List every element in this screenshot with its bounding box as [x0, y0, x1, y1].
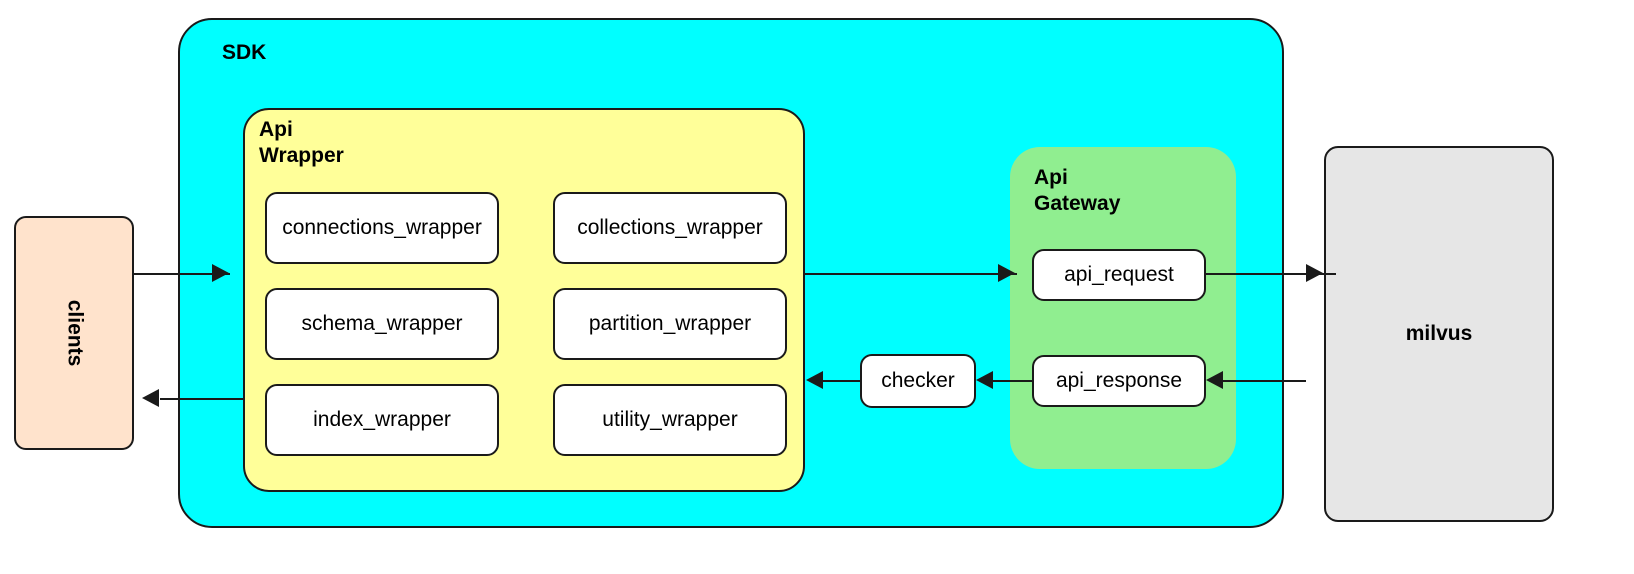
module-index-wrapper[interactable]: index_wrapper	[265, 384, 499, 456]
connector-wrapper-to-request-arrowhead	[998, 264, 1015, 282]
sdk-title: SDK	[222, 41, 267, 64]
module-api-request[interactable]: api_request	[1032, 249, 1206, 301]
connector-milvus-to-response-line	[1214, 380, 1306, 382]
module-label: index_wrapper	[313, 408, 451, 431]
checker-label: checker	[881, 369, 955, 392]
module-label: schema_wrapper	[301, 312, 463, 335]
milvus-box[interactable]: milvus	[1324, 146, 1554, 522]
module-utility-wrapper[interactable]: utility_wrapper	[553, 384, 787, 456]
module-label: partition_wrapper	[588, 312, 752, 335]
module-label: api_response	[1055, 369, 1183, 392]
module-label: collections_wrapper	[577, 216, 763, 239]
connector-request-to-milvus-arrowhead	[1306, 264, 1323, 282]
module-label: utility_wrapper	[602, 408, 738, 431]
connector-wrapper-to-clients-line	[160, 398, 244, 400]
clients-box[interactable]: clients	[14, 216, 134, 450]
connector-checker-to-wrapper-line	[822, 380, 862, 382]
module-label: connections_wrapper	[282, 216, 482, 239]
connector-clients-to-sdk-arrowhead	[212, 264, 229, 282]
connector-wrapper-to-clients-arrowhead	[142, 389, 159, 407]
module-collections-wrapper[interactable]: collections_wrapper	[553, 192, 787, 264]
connector-checker-to-wrapper-arrowhead	[806, 371, 823, 389]
module-connections-wrapper[interactable]: connections_wrapper	[265, 192, 499, 264]
module-api-response[interactable]: api_response	[1032, 355, 1206, 407]
module-schema-wrapper[interactable]: schema_wrapper	[265, 288, 499, 360]
clients-label: clients	[63, 299, 86, 367]
api-gateway-container[interactable]	[1010, 147, 1236, 469]
connector-clients-to-sdk-line	[134, 273, 230, 275]
api-wrapper-title: Api Wrapper	[259, 118, 344, 167]
connector-wrapper-to-request-line	[805, 273, 1017, 275]
api-gateway-title: Api Gateway	[1034, 166, 1121, 215]
connector-response-to-checker-arrowhead	[976, 371, 993, 389]
connector-response-to-checker-line	[992, 380, 1034, 382]
milvus-label: milvus	[1405, 322, 1473, 345]
connector-request-to-milvus-line	[1206, 273, 1336, 275]
connector-milvus-to-response-arrowhead	[1206, 371, 1223, 389]
checker-box[interactable]: checker	[860, 354, 976, 408]
module-partition-wrapper[interactable]: partition_wrapper	[553, 288, 787, 360]
module-label: api_request	[1064, 263, 1174, 286]
